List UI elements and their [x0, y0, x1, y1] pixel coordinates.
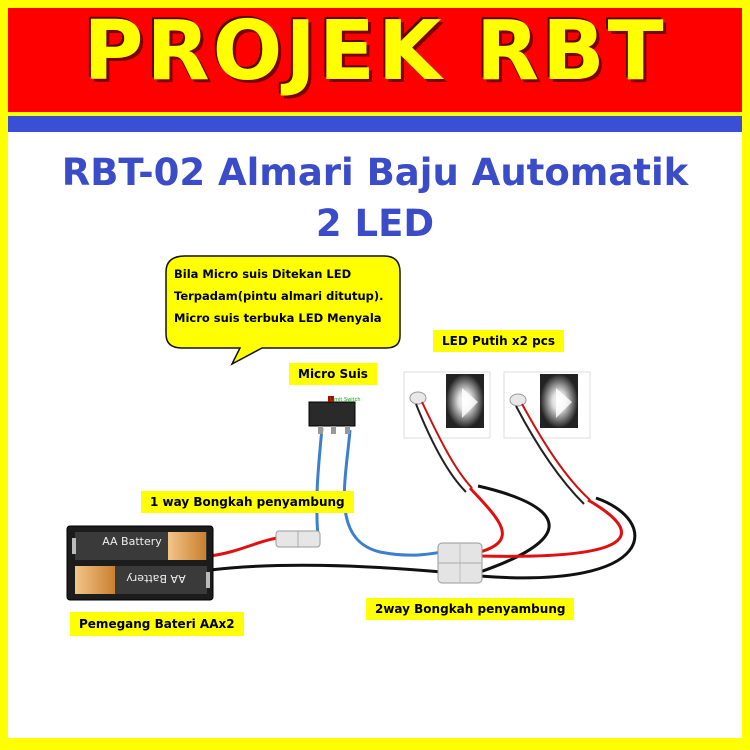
- banner-title: PROJEK RBT: [83, 4, 667, 99]
- micro-switch: [308, 396, 356, 434]
- callout-line: Bila Micro suis Ditekan LED: [174, 267, 352, 281]
- led2-black-wire: [479, 496, 637, 580]
- callout-line: Micro suis terbuka LED Menyala: [174, 311, 382, 325]
- callout-line: Terpadam(pintu almari ditutup).: [174, 289, 384, 303]
- header-banner: [8, 8, 742, 112]
- callout-text: Bila Micro suis Ditekan LED Terpadam(pin…: [174, 263, 402, 329]
- red-wire-battery-to-1way: [209, 536, 279, 558]
- led-label: LED Putih x2 pcs: [433, 330, 565, 352]
- header-divider: [8, 116, 742, 132]
- two-way-connector-label: 2way Bongkah penyambung: [366, 598, 575, 620]
- two-way-connector: [437, 542, 483, 584]
- led1-red-wire: [468, 486, 504, 554]
- battery-cell-2-label: AA Battery: [126, 572, 186, 585]
- one-way-connector: [275, 530, 321, 548]
- diagram-panel: [8, 132, 742, 738]
- battery-holder-label: Pemegang Bateri AAx2: [70, 612, 244, 636]
- led1-black-wire: [477, 484, 551, 574]
- led-2: [503, 371, 591, 505]
- battery-cell-1-label: AA Battery: [102, 535, 162, 548]
- diagram-subtitle: 2 LED: [315, 202, 435, 245]
- black-wire-battery-to-2way: [209, 563, 443, 574]
- micro-switch-label: Micro Suis: [289, 363, 377, 385]
- blue-wire-switch-to-1way: [315, 427, 324, 539]
- diagram-title: RBT-02 Almari Baju Automatik: [61, 151, 689, 194]
- callout-bubble: [165, 255, 401, 366]
- blue-wire-switch-to-2way: [342, 429, 443, 557]
- one-way-connector-label: 1 way Bongkah penyambung: [141, 491, 354, 513]
- led2-red-wire: [479, 498, 623, 558]
- led-1: [403, 371, 491, 493]
- switch-marking: Limit Switch: [330, 397, 361, 403]
- battery-holder: [66, 525, 214, 601]
